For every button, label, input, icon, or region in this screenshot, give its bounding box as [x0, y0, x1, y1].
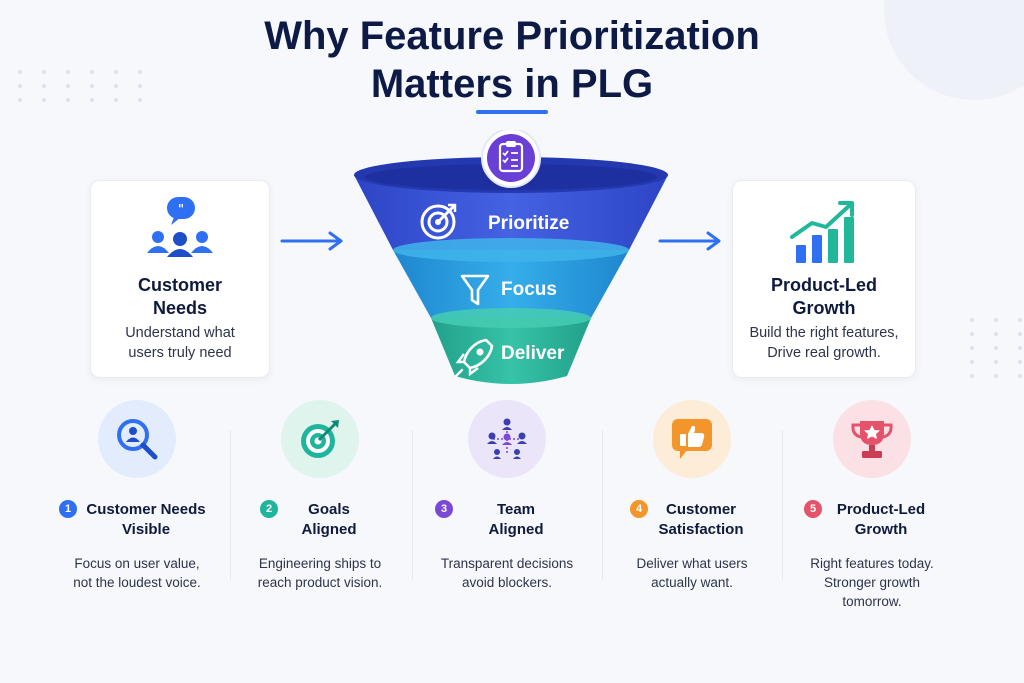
- title-line-2: Matters in PLG: [370, 62, 654, 106]
- funnel-band-prioritize: [354, 175, 668, 250]
- filter-icon: [460, 274, 490, 306]
- clipboard-checklist-icon: [481, 130, 541, 188]
- customers-speech-icon: ": [147, 197, 213, 257]
- benefit-icon-circle: [281, 400, 359, 478]
- trophy-icon: [851, 421, 893, 458]
- step-number-badge: 5: [804, 500, 822, 518]
- funnel-band-focus: [393, 250, 629, 318]
- svg-text:": ": [178, 202, 184, 216]
- right-arrow-icon: [658, 231, 721, 251]
- prioritization-funnel: [354, 130, 668, 384]
- thumbs-up-icon: [672, 419, 712, 459]
- product-led-growth-card: Product-Led Growth Build the right featu…: [732, 180, 916, 378]
- step-number-badge: 2: [260, 500, 278, 518]
- benefit-icon-circle: [98, 400, 176, 478]
- target-icon: [301, 420, 339, 458]
- card-description: Understand what users truly need: [125, 325, 235, 361]
- column-divider: [602, 430, 603, 580]
- team-network-icon: [487, 418, 527, 459]
- rocket-icon: [454, 338, 494, 378]
- benefit-icon-circle: [653, 400, 731, 478]
- title-line-1: Why Feature Prioritization: [264, 14, 760, 58]
- column-divider: [412, 430, 413, 580]
- step-number-badge: 4: [630, 500, 648, 518]
- decorative-dots: [18, 70, 152, 102]
- customer-needs-card: " Customer Needs Understand what users t…: [90, 180, 270, 378]
- benefit-icon-circle: [833, 400, 911, 478]
- column-divider: [782, 430, 783, 580]
- magnifier-user-icon: [117, 419, 158, 460]
- funnel-label-prioritize: Prioritize: [488, 213, 570, 234]
- growth-chart-icon: [790, 201, 854, 263]
- title-underline: [476, 110, 548, 114]
- card-title: Customer Needs: [137, 275, 222, 318]
- card-title: Product-Led Growth: [771, 275, 877, 318]
- decorative-dots: [970, 318, 1024, 378]
- step-number-badge: 1: [59, 500, 77, 518]
- target-icon: [420, 203, 457, 240]
- funnel-label-deliver: Deliver: [501, 343, 565, 364]
- page-title: Why Feature Prioritization Matters in PL…: [0, 12, 1024, 108]
- column-divider: [230, 430, 231, 580]
- benefit-description: Focus on user value,not the loudest voic…: [73, 556, 201, 590]
- right-arrow-icon: [280, 231, 343, 251]
- card-description: Build the right features, Drive real gro…: [749, 325, 899, 361]
- benefit-icon-circle: [468, 400, 546, 478]
- step-number-badge: 3: [435, 500, 453, 518]
- funnel-label-focus: Focus: [501, 279, 557, 300]
